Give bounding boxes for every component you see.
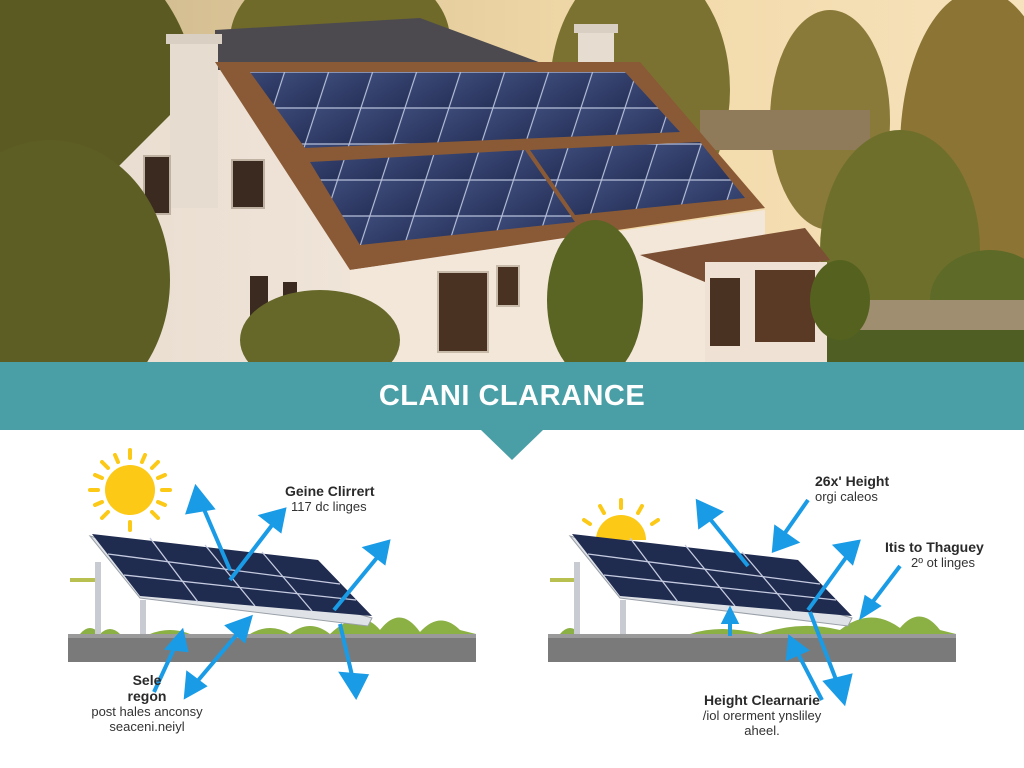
left-panel-illustration (68, 448, 476, 701)
house-illustration (0, 0, 1024, 368)
callout-bottom-right: Height Clearnarie /iol orerment ynsliley… (702, 692, 822, 738)
title-banner: CLANI CLARANCE (0, 368, 1024, 430)
right-panel-illustration (548, 498, 956, 707)
callout-bottom-left: Sele regon post hales anconsy seaceni.ne… (91, 672, 203, 734)
callout-right: Itis to Thaguey 2º ot linges (885, 539, 984, 570)
banner-title: CLANI CLARANCE (378, 380, 646, 412)
right-clearance-diagram: 26x' Height orgi caleos Itis to Thaguey … (512, 440, 1024, 768)
house-solar-photo (0, 0, 1024, 368)
sun-icon (88, 448, 172, 532)
banner-pointer (481, 430, 543, 460)
callout-top-left: Geine Clirrert 117 dc linges (285, 483, 375, 514)
clearance-arrows (695, 498, 902, 707)
clearance-arrows (152, 483, 391, 701)
callout-top-right: 26x' Height orgi caleos (815, 473, 890, 504)
left-clearance-diagram: Geine Clirrert 117 dc linges Sele regon … (0, 440, 512, 768)
sun-icon (582, 498, 660, 540)
